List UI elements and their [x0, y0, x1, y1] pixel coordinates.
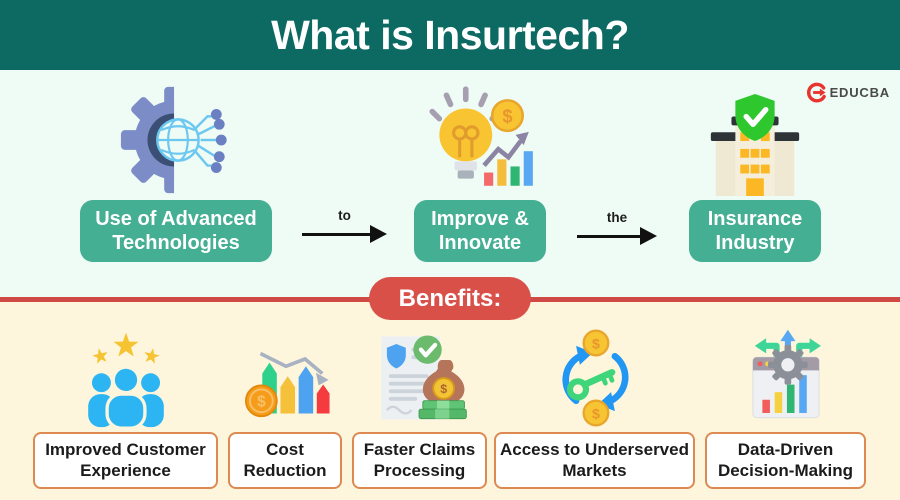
claims-document-icon: $ [368, 325, 472, 428]
benefit-label: Data-Driven Decision-Making [705, 432, 866, 489]
benefit-data-driven: Data-Driven Decision-Making [705, 325, 866, 489]
flow-step-label: Insurance Industry [689, 200, 821, 262]
svg-text:$: $ [502, 106, 512, 127]
benefit-cost-reduction: $ Cost Reduction [228, 325, 342, 489]
educba-e-icon [806, 82, 826, 103]
svg-text:$: $ [257, 393, 266, 410]
flow-step-insurance: Insurance Industry [689, 90, 821, 262]
flow-step-label: Improve & Innovate [414, 200, 546, 262]
flow-section: EDUCBA [0, 70, 900, 298]
brand-logo: EDUCBA [806, 82, 890, 103]
page-title: What is Insurtech? [271, 11, 629, 58]
svg-text:$: $ [592, 337, 600, 353]
flow-step-technologies: Use of Advanced Technologies [80, 84, 272, 262]
gear-globe-circuit-icon [117, 84, 235, 196]
customers-stars-icon [74, 325, 178, 428]
insured-building-icon [696, 90, 814, 196]
flow-connector-to: to [302, 208, 387, 243]
benefit-label: Faster Claims Processing [352, 432, 487, 489]
data-window-gear-icon [734, 325, 838, 428]
benefit-underserved-markets: $ $ Access to Underserved Markets [494, 325, 695, 489]
flow-step-label: Use of Advanced Technologies [80, 200, 272, 262]
brand-name: EDUCBA [829, 85, 890, 100]
benefit-faster-claims: $ Faster Claims Processing [352, 325, 487, 489]
header: What is Insurtech? [0, 0, 900, 70]
benefit-label: Improved Customer Experience [33, 432, 218, 489]
benefits-banner-label: Benefits: [398, 284, 502, 312]
benefits-banner: Benefits: [369, 277, 531, 320]
connector-label: the [606, 210, 628, 225]
cost-reduction-chart-icon: $ [235, 325, 335, 428]
arrow-right-icon [577, 227, 657, 245]
arrow-right-icon [302, 225, 387, 243]
benefits-section: Improved Customer Experience $ Cost Redu… [0, 302, 900, 500]
flow-step-innovate: $ Improve & Innovate [414, 80, 546, 262]
benefit-label: Cost Reduction [228, 432, 342, 489]
benefit-label: Access to Underserved Markets [494, 432, 695, 489]
svg-text:$: $ [440, 382, 447, 396]
svg-text:$: $ [592, 407, 600, 423]
flow-connector-the: the [577, 210, 657, 245]
benefit-improved-customer-experience: Improved Customer Experience [33, 325, 218, 489]
connector-label: to [338, 208, 351, 223]
lightbulb-growth-icon: $ [419, 80, 541, 196]
key-coins-cycle-icon: $ $ [543, 325, 647, 428]
